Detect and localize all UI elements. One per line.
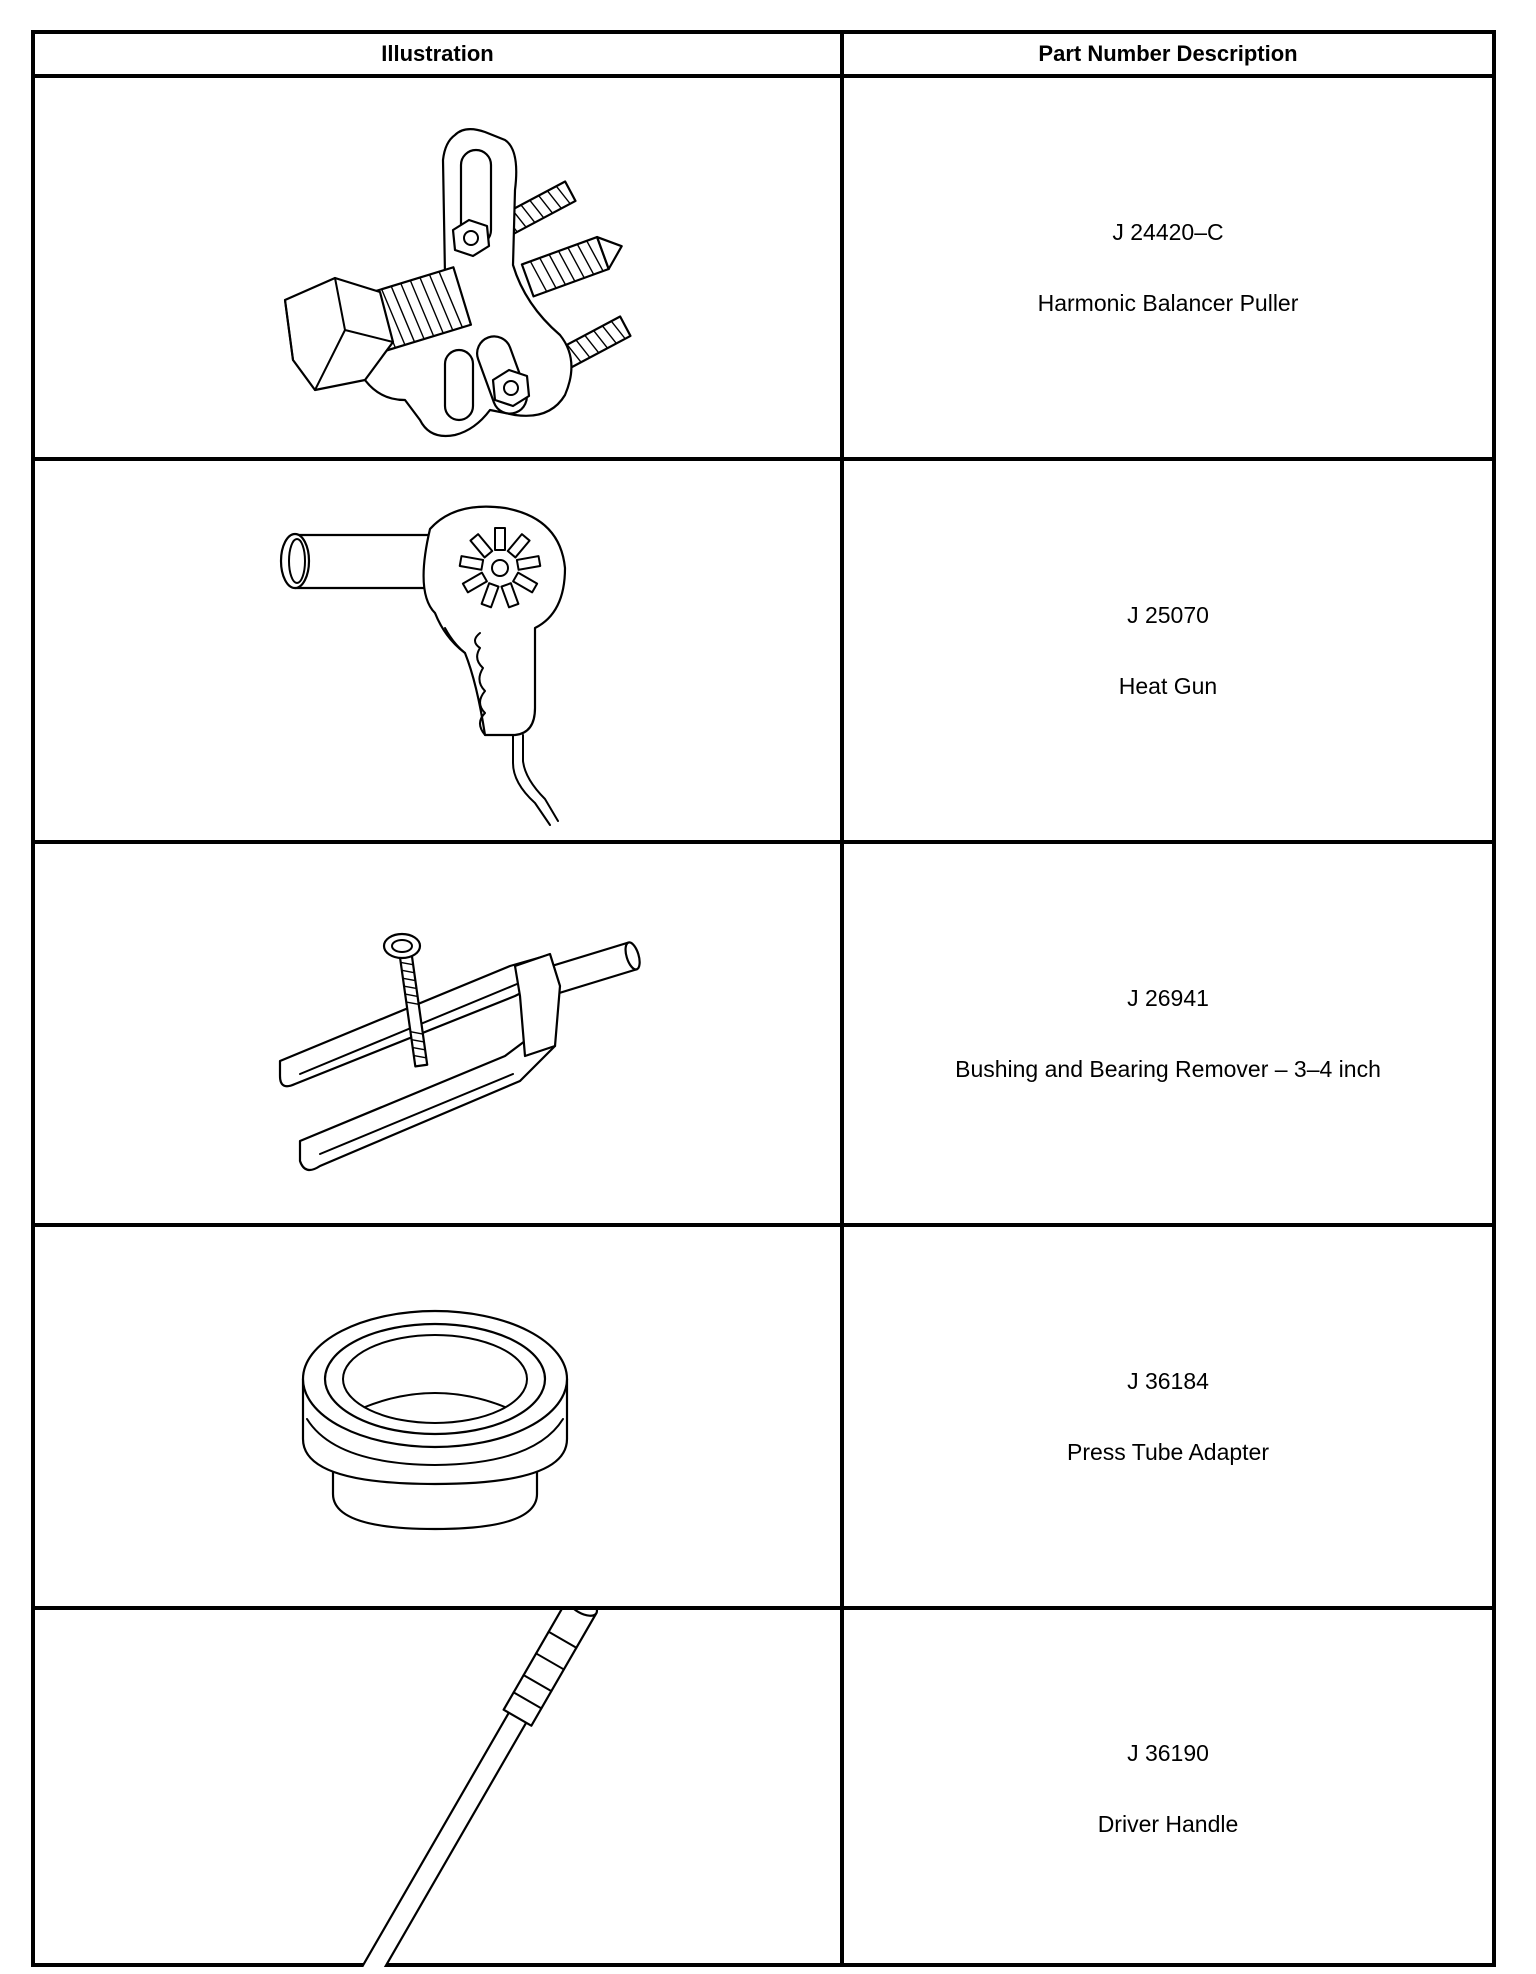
illustration-cell	[35, 1227, 840, 1606]
part-description: Harmonic Balancer Puller	[1037, 289, 1299, 316]
row-divider	[35, 840, 1492, 844]
part-number: J 36190	[1127, 1739, 1209, 1766]
illustration-cell	[35, 461, 840, 840]
part-number: J 26941	[1127, 984, 1209, 1011]
part-description: Driver Handle	[1097, 1810, 1239, 1837]
row-divider	[35, 1223, 1492, 1227]
part-number: J 24420–C	[1112, 218, 1224, 245]
illustration-cell	[35, 78, 840, 457]
table-row: J 25070 Heat Gun	[35, 461, 1492, 840]
tools-table: Illustration Part Number Description	[31, 30, 1496, 1967]
part-number: J 25070	[1127, 601, 1209, 628]
description-cell: J 36190 Driver Handle	[844, 1610, 1492, 1967]
table-row: J 36190 Driver Handle	[35, 1610, 1492, 1967]
bushing-bearing-remover-icon	[278, 932, 641, 1172]
part-description: Bushing and Bearing Remover – 3–4 inch	[955, 1055, 1381, 1082]
heat-gun-icon	[279, 505, 567, 826]
header-part-number-description: Part Number Description	[1038, 41, 1298, 66]
part-description: Heat Gun	[1118, 672, 1218, 699]
row-divider	[35, 457, 1492, 461]
table-row: J 24420–C Harmonic Balancer Puller	[35, 78, 1492, 457]
description-cell: J 25070 Heat Gun	[844, 461, 1492, 840]
illustration-cell	[35, 844, 840, 1223]
table-row: J 36184 Press Tube Adapter	[35, 1227, 1492, 1606]
harmonic-balancer-puller-icon	[283, 128, 632, 438]
part-number: J 36184	[1127, 1367, 1209, 1394]
description-cell: J 36184 Press Tube Adapter	[844, 1227, 1492, 1606]
column-divider	[840, 34, 844, 1963]
row-divider	[35, 1606, 1492, 1610]
table-row: J 26941 Bushing and Bearing Remover – 3–…	[35, 844, 1492, 1223]
header-illustration: Illustration	[381, 41, 494, 66]
illustration-cell	[35, 1610, 840, 1967]
header-row: Illustration Part Number Description	[35, 34, 1492, 78]
part-description: Press Tube Adapter	[1066, 1438, 1269, 1465]
press-tube-adapter-icon	[301, 1309, 569, 1531]
description-cell: J 26941 Bushing and Bearing Remover – 3–…	[844, 844, 1492, 1223]
description-cell: J 24420–C Harmonic Balancer Puller	[844, 78, 1492, 457]
driver-handle-icon	[348, 1610, 599, 1967]
